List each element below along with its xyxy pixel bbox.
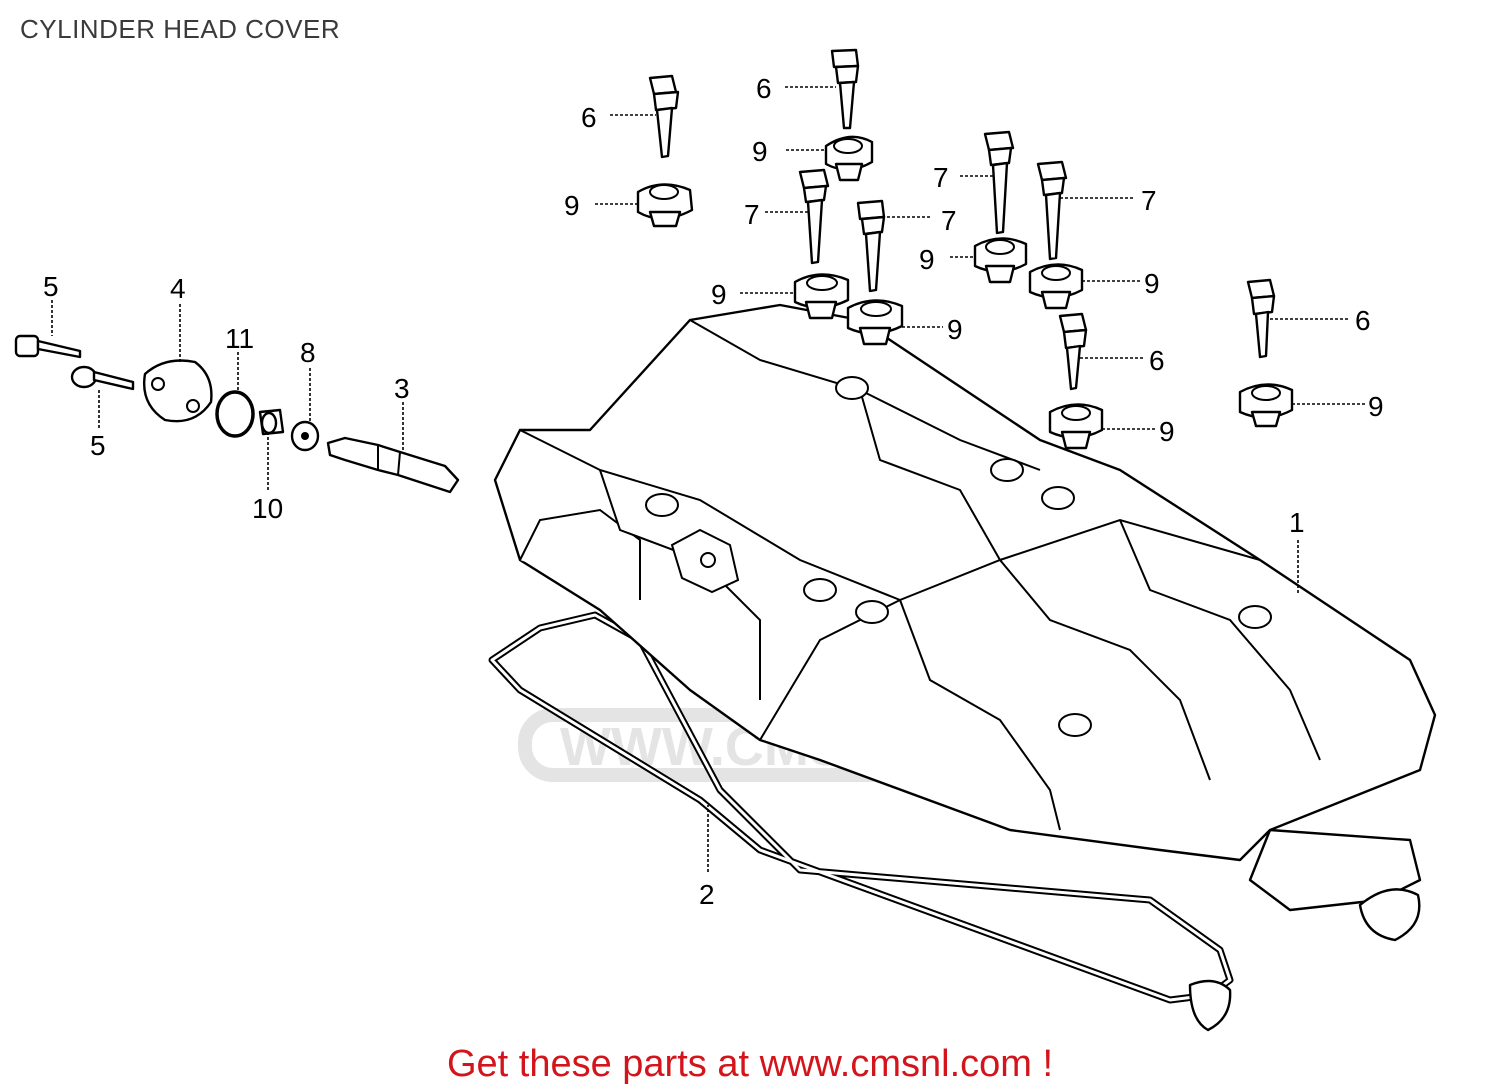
promo-link[interactable]: Get these parts at www.cmsnl.com ! — [446, 1043, 1054, 1085]
grommet-9g[interactable] — [1048, 403, 1104, 450]
sensor-probe-3[interactable] — [326, 436, 460, 494]
bolt-7a[interactable] — [798, 168, 830, 265]
grommet-9d[interactable] — [846, 299, 904, 346]
callout-7a: 7 — [744, 199, 760, 230]
grommet-9b[interactable] — [824, 135, 874, 182]
callout-6a: 6 — [581, 102, 597, 133]
grommet-9c[interactable] — [793, 273, 850, 320]
leader-lines — [51, 86, 1366, 872]
callout-9d: 9 — [947, 314, 963, 345]
callout-9f: 9 — [1144, 268, 1160, 299]
callout-6c: 6 — [1149, 345, 1165, 376]
bolt-6a[interactable] — [648, 74, 680, 159]
bolt-6d[interactable] — [1246, 278, 1276, 359]
cylinder-head-cover[interactable] — [493, 303, 1437, 862]
callout-2: 2 — [699, 879, 715, 910]
callout-10: 10 — [252, 493, 283, 524]
callout-9b: 9 — [752, 136, 768, 167]
bolt-7c[interactable] — [983, 130, 1015, 235]
sensor-body-4[interactable] — [143, 359, 213, 423]
grommet-9e[interactable] — [973, 237, 1028, 284]
callout-6b: 6 — [756, 73, 772, 104]
callout-7b: 7 — [941, 205, 957, 236]
callout-5b: 5 — [90, 430, 106, 461]
callout-9c: 9 — [711, 279, 727, 310]
callout-7d: 7 — [1141, 185, 1157, 216]
bolt-6c[interactable] — [1058, 312, 1088, 391]
callout-9h: 9 — [1368, 391, 1384, 422]
callout-5a: 5 — [43, 271, 59, 302]
callout-9e: 9 — [919, 244, 935, 275]
callout-3: 3 — [394, 373, 410, 404]
callout-7c: 7 — [933, 162, 949, 193]
o-ring-11[interactable] — [215, 390, 255, 438]
bolt-7d[interactable] — [1036, 160, 1068, 261]
callout-1: 1 — [1289, 507, 1305, 538]
grommet-9f[interactable] — [1028, 263, 1084, 310]
bolt-5a[interactable] — [14, 334, 82, 359]
callout-labels: 1 2 3 4 5 5 6 6 6 6 7 7 7 7 8 9 9 9 9 9 … — [43, 73, 1384, 910]
washer-10[interactable] — [258, 408, 285, 436]
diagram-title: CYLINDER HEAD COVER — [20, 14, 341, 44]
callout-9a: 9 — [564, 190, 580, 221]
callout-8: 8 — [300, 337, 316, 368]
grommet-9h[interactable] — [1238, 383, 1294, 428]
callout-9g: 9 — [1159, 416, 1175, 447]
bolt-6b[interactable] — [830, 48, 860, 130]
callout-4: 4 — [170, 273, 186, 304]
callout-6d: 6 — [1355, 305, 1371, 336]
grommet-9a[interactable] — [636, 183, 694, 228]
bolt-5b[interactable] — [70, 365, 135, 391]
bolt-7b[interactable] — [856, 199, 886, 293]
callout-11: 11 — [225, 323, 254, 354]
